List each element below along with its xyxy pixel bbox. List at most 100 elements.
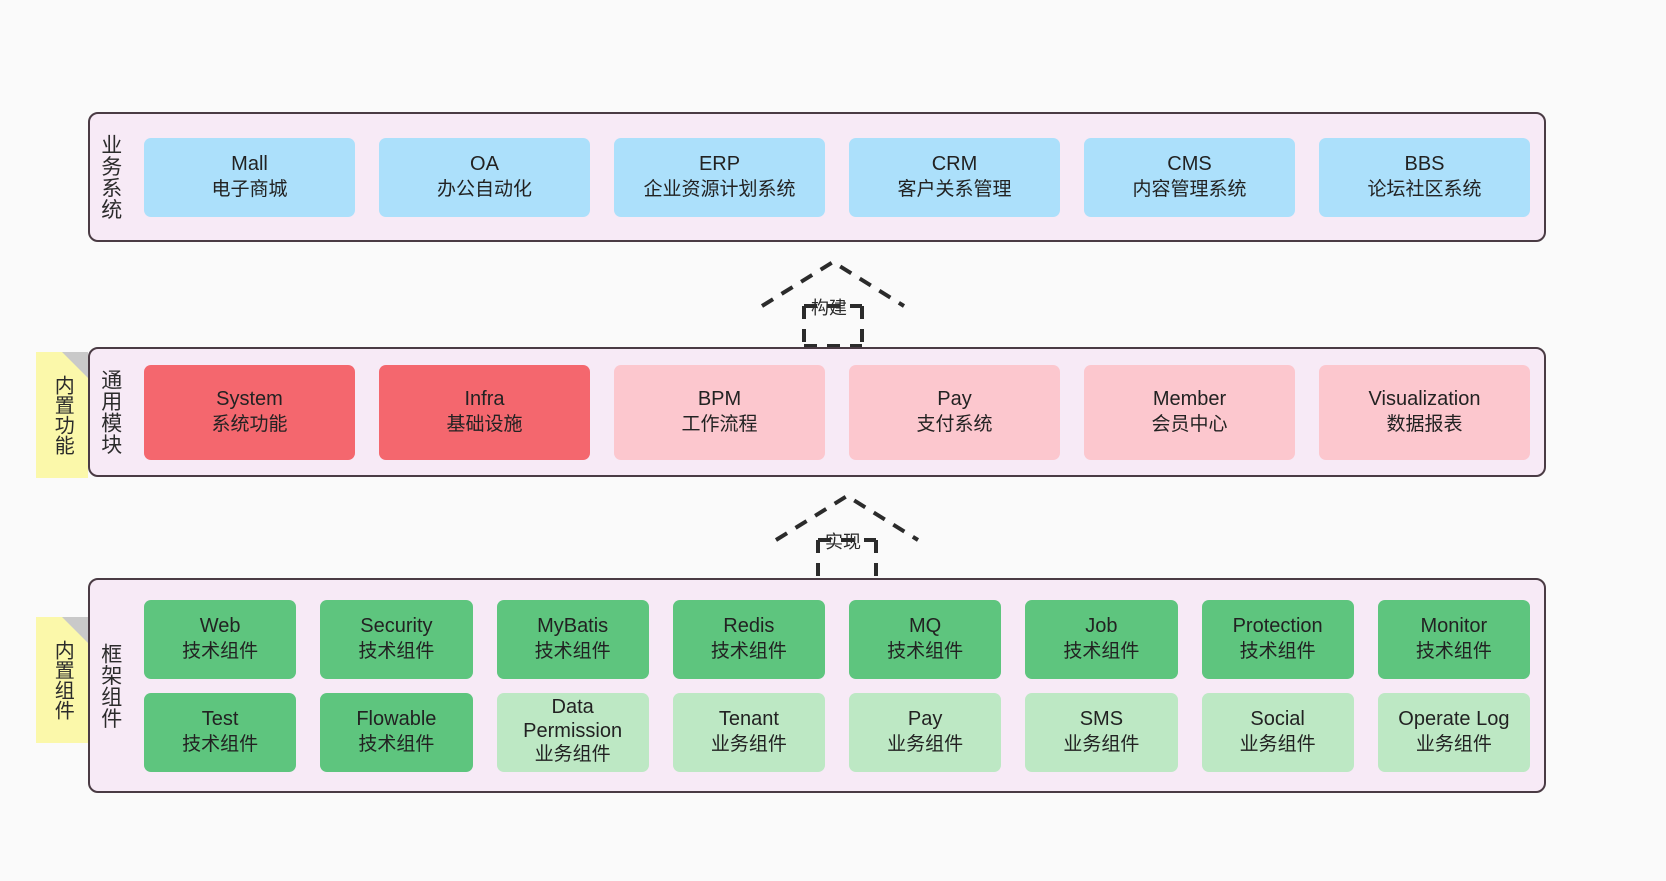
- module-box-security[interactable]: Security 技术组件: [320, 599, 473, 679]
- module-cn-label: 技术组件: [1239, 640, 1316, 662]
- module-en-label: System: [216, 388, 283, 411]
- module-box-pay[interactable]: Pay 支付系统: [849, 364, 1060, 460]
- module-en-label: CRM: [931, 153, 978, 176]
- module-en-label: Visualization: [1368, 388, 1481, 411]
- module-box-crm[interactable]: CRM 客户关系管理: [849, 137, 1060, 217]
- module-cn-label: 电子商城: [211, 178, 288, 200]
- module-box-pay-business[interactable]: Pay 业务组件: [849, 692, 1002, 772]
- generalization-arrow-icon: [760, 259, 906, 348]
- module-box-redis[interactable]: Redis 技术组件: [672, 599, 825, 679]
- module-en-label: CMS: [1167, 153, 1212, 176]
- module-row: Test 技术组件 Flowable 技术组件 Data Permission …: [144, 692, 1530, 772]
- module-cn-label: 办公自动化: [436, 178, 532, 200]
- layer-title-business-system: 业务系统: [98, 134, 122, 220]
- module-box-bpm[interactable]: BPM 工作流程: [614, 364, 825, 460]
- module-cn-label: 技术组件: [182, 640, 259, 662]
- module-box-visualization[interactable]: Visualization 数据报表: [1319, 364, 1530, 460]
- layer-framework-component: 框架组件 Web 技术组件 Security 技术组件 MyBatis 技术组件…: [88, 578, 1546, 793]
- module-cn-label: 业务组件: [887, 733, 964, 755]
- layer-title-framework-component: 框架组件: [98, 642, 122, 729]
- module-box-tenant[interactable]: Tenant 业务组件: [672, 692, 825, 772]
- sticky-note-builtin-function: 内置功能: [36, 352, 88, 478]
- module-box-mq[interactable]: MQ 技术组件: [849, 599, 1002, 679]
- module-en-label: Redis: [723, 615, 775, 638]
- module-box-member[interactable]: Member 会员中心: [1084, 364, 1295, 460]
- module-cn-label: 技术组件: [887, 640, 964, 662]
- connector-implement: 实现: [772, 492, 922, 582]
- fold-corner-icon: [62, 352, 88, 378]
- module-cn-label: 会员中心: [1151, 413, 1228, 435]
- module-cn-label: 系统功能: [211, 413, 288, 435]
- module-cn-label: 技术组件: [710, 640, 787, 662]
- module-box-data-permission[interactable]: Data Permission 业务组件: [496, 692, 649, 772]
- module-box-web[interactable]: Web 技术组件: [144, 599, 297, 679]
- module-cn-label: 技术组件: [534, 640, 611, 662]
- module-cn-label: 论坛社区系统: [1367, 178, 1482, 200]
- module-en-label: Pay: [937, 388, 972, 411]
- module-cn-label: 业务组件: [1415, 733, 1492, 755]
- module-cn-label: 业务组件: [1239, 733, 1316, 755]
- connector-label-implement: 实现: [825, 532, 861, 552]
- module-cn-label: 技术组件: [358, 640, 435, 662]
- module-box-flowable[interactable]: Flowable 技术组件: [320, 692, 473, 772]
- layer-body-framework-component: Web 技术组件 Security 技术组件 MyBatis 技术组件 Redi…: [130, 580, 1544, 791]
- module-box-operate-log[interactable]: Operate Log 业务组件: [1377, 692, 1530, 772]
- module-en-label: Monitor: [1420, 615, 1488, 638]
- module-box-sms[interactable]: SMS 业务组件: [1025, 692, 1178, 772]
- module-box-cms[interactable]: CMS 内容管理系统: [1084, 137, 1295, 217]
- module-box-job[interactable]: Job 技术组件: [1025, 599, 1178, 679]
- module-cn-label: 企业资源计划系统: [643, 178, 796, 200]
- sticky-note-label: 内置功能: [51, 375, 74, 455]
- module-cn-label: 数据报表: [1386, 413, 1463, 435]
- module-en-label: Security: [360, 615, 433, 638]
- module-row: Web 技术组件 Security 技术组件 MyBatis 技术组件 Redi…: [144, 599, 1530, 679]
- module-box-protection[interactable]: Protection 技术组件: [1201, 599, 1354, 679]
- module-en-label: Pay: [907, 708, 943, 731]
- module-en-label: Infra: [464, 388, 505, 411]
- module-row: System 系统功能 Infra 基础设施 BPM 工作流程 Pay 支付系统…: [144, 364, 1530, 460]
- module-box-bbs[interactable]: BBS 论坛社区系统: [1319, 137, 1530, 217]
- module-en-label: Operate Log: [1398, 708, 1510, 731]
- layer-common-module: 通用模块 System 系统功能 Infra 基础设施 BPM 工作流程 Pay…: [88, 347, 1546, 477]
- module-cn-label: 业务组件: [710, 733, 787, 755]
- module-en-label: Flowable: [356, 708, 437, 731]
- module-box-system[interactable]: System 系统功能: [144, 364, 355, 460]
- module-en-label: BPM: [697, 388, 742, 411]
- module-en-label: ERP: [698, 153, 741, 176]
- module-en-label: Test: [201, 708, 239, 731]
- module-cn-label: 工作流程: [681, 413, 758, 435]
- connector-label-build: 构建: [811, 298, 847, 318]
- module-cn-label: 技术组件: [358, 733, 435, 755]
- fold-corner-icon: [62, 617, 88, 643]
- sticky-note-label: 内置组件: [51, 640, 74, 720]
- module-box-mall[interactable]: Mall 电子商城: [144, 137, 355, 217]
- module-cn-label: 内容管理系统: [1132, 178, 1247, 200]
- module-box-test[interactable]: Test 技术组件: [144, 692, 297, 772]
- module-box-mybatis[interactable]: MyBatis 技术组件: [496, 599, 649, 679]
- module-box-erp[interactable]: ERP 企业资源计划系统: [614, 137, 825, 217]
- module-cn-label: 技术组件: [1415, 640, 1492, 662]
- module-en-label: SMS: [1079, 708, 1124, 731]
- module-cn-label: 基础设施: [446, 413, 523, 435]
- module-en-label: Member: [1152, 388, 1227, 411]
- module-box-infra[interactable]: Infra 基础设施: [379, 364, 590, 460]
- module-cn-label: 技术组件: [182, 733, 259, 755]
- module-box-social[interactable]: Social 业务组件: [1201, 692, 1354, 772]
- layer-title-common-module: 通用模块: [98, 369, 122, 455]
- module-row: Mall 电子商城 OA 办公自动化 ERP 企业资源计划系统 CRM 客户关系…: [144, 137, 1530, 217]
- module-en-label: Job: [1085, 615, 1118, 638]
- layer-body-common-module: System 系统功能 Infra 基础设施 BPM 工作流程 Pay 支付系统…: [130, 349, 1544, 475]
- module-cn-label: 业务组件: [534, 744, 611, 766]
- module-box-monitor[interactable]: Monitor 技术组件: [1377, 599, 1530, 679]
- module-cn-label: 支付系统: [916, 413, 993, 435]
- module-en-label: Web: [199, 615, 241, 638]
- connector-build: 构建: [758, 258, 908, 348]
- module-en-label: OA: [470, 153, 499, 176]
- module-en-label: Data Permission: [523, 696, 623, 742]
- module-en-label: Tenant: [718, 708, 779, 731]
- module-en-label: BBS: [1404, 153, 1445, 176]
- module-en-label: Protection: [1232, 615, 1323, 638]
- layer-business-system: 业务系统 Mall 电子商城 OA 办公自动化 ERP 企业资源计划系统 CRM…: [88, 112, 1546, 242]
- module-box-oa[interactable]: OA 办公自动化: [379, 137, 590, 217]
